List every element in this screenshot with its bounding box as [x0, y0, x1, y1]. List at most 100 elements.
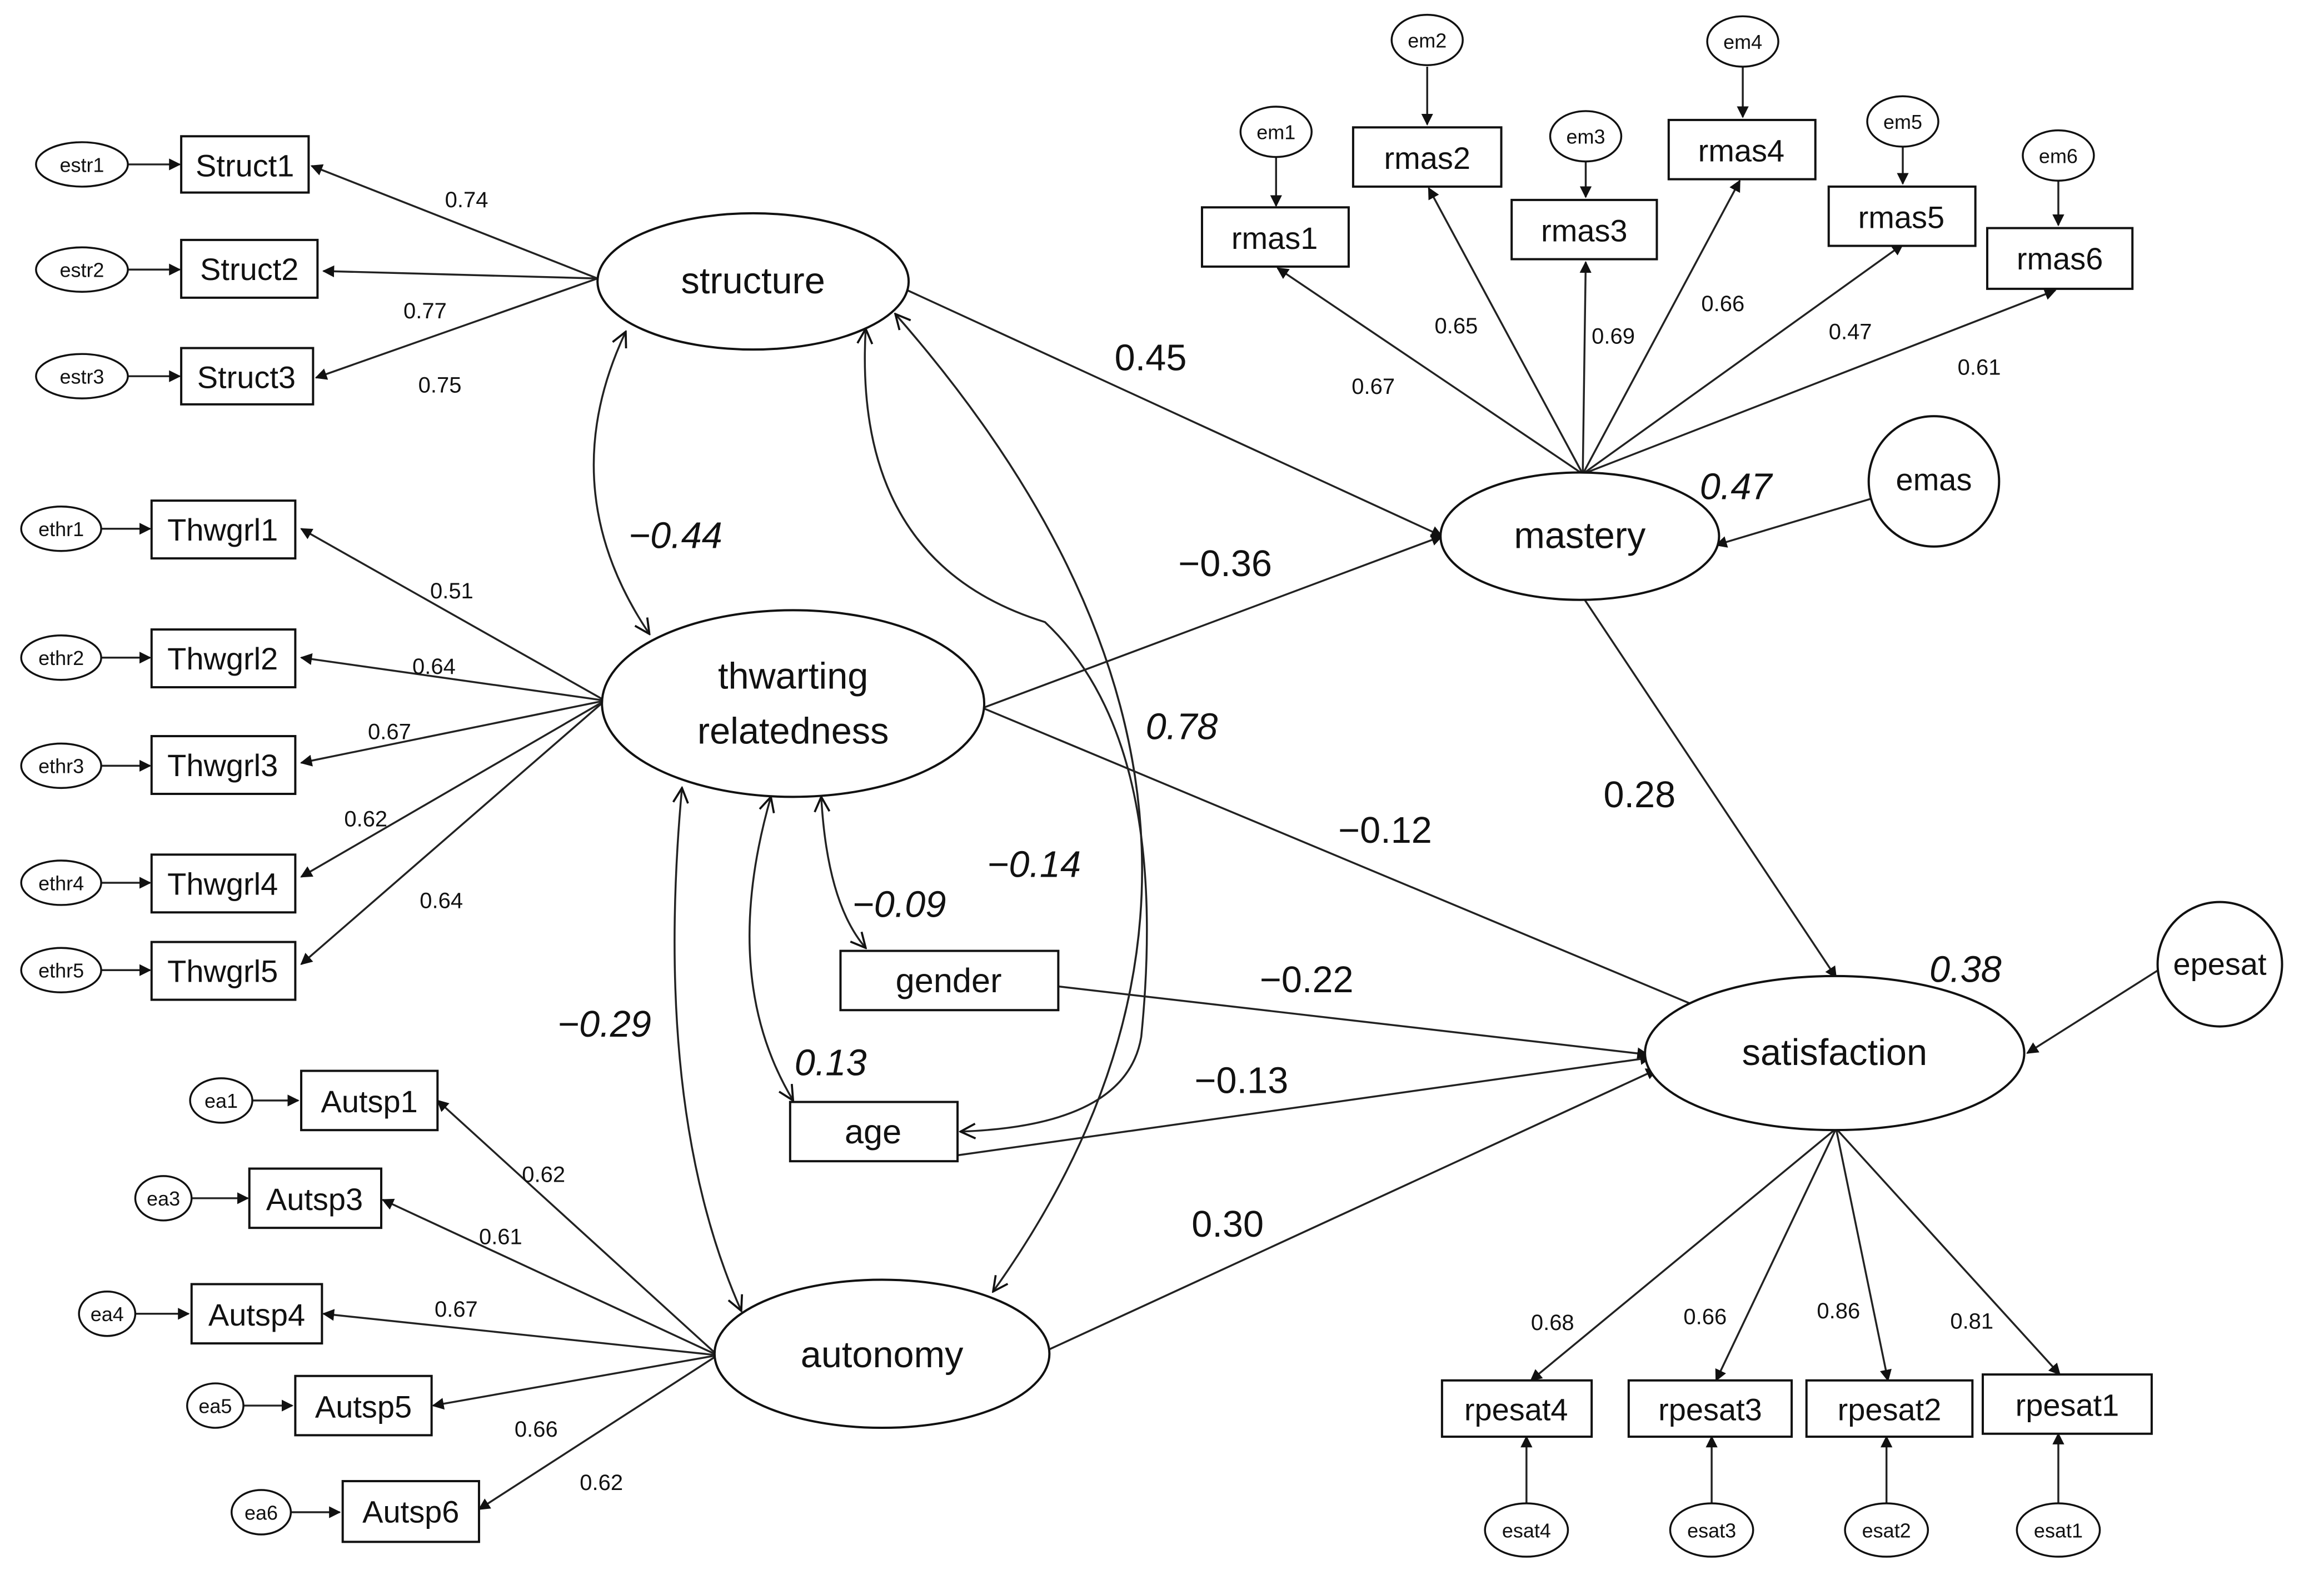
box-thwgrl2: Thwgrl2: [150, 628, 297, 689]
loading-mas2: 0.65: [1435, 314, 1478, 338]
error-esat1: esat1: [2016, 1502, 2101, 1558]
covariance-labels: −0.44 0.78 −0.14 −0.09 0.13 −0.29: [557, 515, 1218, 1083]
path-thwarting-thwgrl1: [300, 528, 606, 702]
box-thwgrl1: Thwgrl1: [150, 499, 297, 560]
loading-aut4: 0.67: [435, 1297, 478, 1322]
error-ea6: ea6: [230, 1489, 292, 1536]
latent-mastery: mastery: [1439, 471, 1720, 601]
cov-label-thwarting-autonomy: −0.29: [557, 1004, 651, 1045]
cov-label-structure-autonomy: 0.78: [1146, 706, 1218, 747]
error-estr2: estr2: [35, 246, 129, 293]
box-rmas1-label: rmas1: [1231, 221, 1318, 256]
latent-thwarting-label-1: thwarting: [718, 656, 868, 697]
error-ethr4-label: ethr4: [38, 872, 84, 894]
error-ethr5-label: ethr5: [38, 959, 84, 982]
path-mastery-rmas1: [1276, 267, 1584, 475]
loading-aut1: 0.62: [522, 1162, 565, 1187]
box-rmas2-label: rmas2: [1384, 141, 1470, 176]
indicator-boxes: Struct1 Struct2 Struct3 Thwgrl1 Thwgrl2 …: [150, 118, 2153, 1543]
error-em5: em5: [1866, 95, 1939, 148]
box-struct2-label: Struct2: [200, 252, 298, 287]
path-autonomy-autsp1: [436, 1099, 719, 1356]
box-autsp1: Autsp1: [300, 1069, 439, 1132]
error-ea5: ea5: [186, 1382, 245, 1429]
box-rpesat3: rpesat3: [1627, 1379, 1793, 1438]
loading-mas3: 0.69: [1592, 324, 1635, 349]
cov-structure-autonomy: [895, 314, 1143, 1292]
loading-sat4: 0.68: [1531, 1311, 1574, 1335]
error-ea3-label: ea3: [147, 1187, 180, 1210]
error-ethr3-label: ethr3: [38, 755, 84, 778]
box-gender-label: gender: [896, 961, 1002, 999]
coef-structure-mastery: 0.45: [1115, 338, 1187, 379]
box-rmas3: rmas3: [1510, 198, 1658, 261]
box-rpesat4: rpesat4: [1440, 1379, 1593, 1438]
box-thwgrl2-label: Thwgrl2: [167, 641, 278, 676]
box-thwgrl3-label: Thwgrl3: [167, 748, 278, 783]
error-em2: em2: [1390, 13, 1464, 67]
path-mastery-satisfaction: [1582, 596, 1837, 979]
box-struct1-label: Struct1: [196, 148, 294, 183]
error-ea4-label: ea4: [91, 1303, 124, 1326]
loading-thw2: 0.64: [412, 654, 456, 679]
error-ea3: ea3: [134, 1175, 193, 1222]
measurement-paths: [300, 164, 2061, 1511]
latent-satisfaction: satisfaction: [1644, 974, 2026, 1132]
error-paths: [101, 66, 2161, 1518]
error-emas: emas: [1867, 415, 2001, 548]
loading-aut5: 0.66: [515, 1417, 558, 1442]
box-rmas1: rmas1: [1200, 206, 1350, 268]
box-thwgrl5-label: Thwgrl5: [167, 954, 278, 989]
box-struct1: Struct1: [180, 135, 310, 194]
error-estr3-label: estr3: [59, 366, 104, 388]
coef-gender-satisfaction: −0.22: [1260, 959, 1354, 1001]
box-autsp6: Autsp6: [341, 1480, 480, 1543]
error-ea1-label: ea1: [205, 1089, 238, 1112]
latent-autonomy: autonomy: [713, 1278, 1051, 1429]
box-struct3: Struct3: [180, 347, 315, 406]
box-autsp5: Autsp5: [294, 1374, 433, 1437]
path-autonomy-autsp3: [381, 1198, 718, 1356]
error-epesat-label: epesat: [2173, 946, 2267, 981]
loading-thw5: 0.64: [420, 888, 463, 913]
path-mastery-rmas5: [1582, 243, 1904, 475]
box-rmas5: rmas5: [1827, 185, 1977, 247]
latent-mastery-label: mastery: [1514, 515, 1646, 556]
error-esat2-label: esat2: [1862, 1519, 1911, 1542]
error-esat1-label: esat1: [2034, 1519, 2083, 1542]
cov-label-thwarting-age: 0.13: [795, 1043, 867, 1084]
box-autsp4: Autsp4: [190, 1283, 323, 1345]
path-satisfaction-rpesat1: [1835, 1128, 2061, 1376]
box-thwgrl5: Thwgrl5: [150, 941, 297, 1001]
path-structure-struct3: [315, 277, 598, 380]
path-satisfaction-rpesat2: [1835, 1128, 1892, 1382]
error-esat4: esat4: [1484, 1502, 1569, 1558]
error-emas-label: emas: [1896, 462, 1972, 497]
path-gender-satisfaction: [1058, 985, 1649, 1059]
cov-thwarting-autonomy: [675, 788, 741, 1311]
error-em1: em1: [1239, 106, 1313, 158]
latent-thwarting-relatedness: thwarting relatedness: [601, 609, 986, 798]
latent-thwarting-label-2: relatedness: [697, 711, 889, 752]
error-ethr5: ethr5: [20, 947, 102, 993]
error-ea4: ea4: [78, 1291, 137, 1337]
box-rpesat1: rpesat1: [1981, 1373, 2153, 1435]
error-ea5-label: ea5: [198, 1394, 232, 1417]
error-ethr1-label: ethr1: [38, 518, 84, 541]
error-terms: estr1 estr2 estr3 ethr1 ethr2 ethr3 ethr…: [20, 13, 2101, 1558]
error-epesat: epesat: [2156, 901, 2283, 1028]
loading-thw4: 0.62: [344, 807, 387, 832]
loading-aut3: 0.61: [479, 1224, 522, 1249]
path-thwarting-thwgrl3: [300, 699, 605, 767]
box-rpesat2-label: rpesat2: [1838, 1392, 1942, 1427]
error-ea6-label: ea6: [245, 1501, 278, 1524]
covariance-paths: [592, 314, 1148, 1311]
error-estr2-label: estr2: [59, 259, 104, 282]
box-rmas2: rmas2: [1351, 126, 1503, 188]
cov-label-thwarting-gender: −0.09: [852, 884, 946, 925]
box-autsp3-label: Autsp3: [266, 1182, 363, 1217]
error-em4: em4: [1706, 15, 1779, 68]
coef-thwarting-satisfaction: −0.12: [1338, 810, 1432, 851]
loading-struct2: 0.77: [403, 299, 447, 323]
cov-structure-age: [865, 329, 1148, 1132]
